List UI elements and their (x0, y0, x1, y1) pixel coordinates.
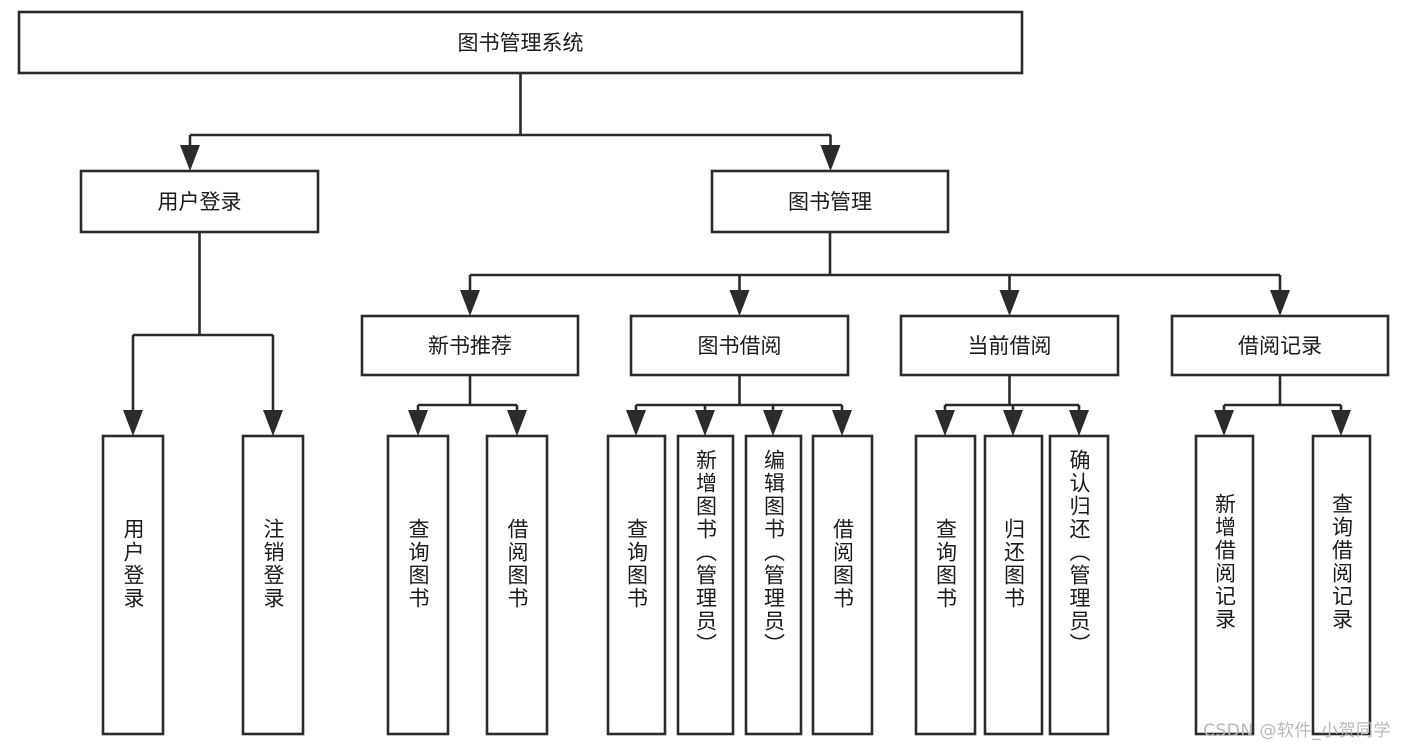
node-book-manage[interactable]: 图书管理 (710, 169, 950, 234)
connector-root-trunk (188, 73, 832, 148)
node-leaf-edit-book-admin-label: 编辑图书（管理员） (762, 449, 786, 656)
node-book-borrow-box[interactable] (629, 314, 850, 377)
node-leaf-logout[interactable]: 注销登录 (241, 434, 305, 736)
arrow-to-leaf-user-login (123, 410, 143, 436)
arrow-to-book-borrow (729, 290, 750, 316)
node-leaf-confirm-return-admin-box[interactable] (1048, 434, 1110, 736)
node-leaf-add-borrow-record[interactable]: 新增借阅记录 (1194, 434, 1255, 736)
node-user-login[interactable]: 用户登录 (79, 169, 320, 234)
node-borrow-record-label: 借阅记录 (1238, 334, 1322, 358)
node-leaf-add-borrow-record-box[interactable] (1194, 434, 1255, 736)
node-leaf-borrow-book-rec[interactable]: 借阅图书 (485, 434, 549, 736)
connector-book-manage-trunk (468, 232, 1282, 292)
node-leaf-add-book-admin-label: 新增图书（管理员） (694, 449, 718, 656)
arrow-to-leaf-query-book-rec (408, 410, 428, 436)
arrow-to-leaf-logout (263, 410, 283, 436)
connector-new-book-rec-trunk (416, 375, 519, 412)
node-leaf-borrow-book-box[interactable] (811, 434, 874, 736)
node-book-manage-box[interactable] (710, 169, 950, 234)
node-leaf-query-book-borrow-box[interactable] (606, 434, 667, 736)
node-leaf-query-book-rec-box[interactable] (386, 434, 450, 736)
node-leaf-edit-book-admin[interactable]: 编辑图书（管理员） (744, 434, 803, 736)
node-leaf-return-book[interactable]: 归还图书 (983, 434, 1044, 736)
arrow-to-user-login (180, 145, 200, 171)
node-leaf-query-borrow-record-label: 查询借阅记录 (1330, 493, 1354, 631)
node-leaf-logout-box[interactable] (241, 434, 305, 736)
node-leaf-borrow-book-label: 借阅图书 (831, 518, 855, 610)
arrow-to-leaf-add-borrow-record (1214, 410, 1234, 436)
node-new-book-rec-label: 新书推荐 (428, 334, 512, 358)
node-leaf-query-book-current-label: 查询图书 (934, 518, 958, 610)
node-leaf-query-book-borrow[interactable]: 查询图书 (606, 434, 667, 736)
node-leaf-borrow-book-rec-label: 借阅图书 (505, 518, 529, 610)
arrow-to-leaf-borrow-book-rec (507, 410, 527, 436)
arrow-to-current-borrow (999, 290, 1020, 316)
connector-user-login-trunk (131, 232, 275, 412)
node-user-login-box[interactable] (79, 169, 320, 234)
arrow-to-leaf-borrow-book (832, 410, 852, 436)
arrow-to-leaf-edit-book-admin (763, 410, 783, 436)
node-leaf-user-login-label: 用户登录 (121, 518, 145, 610)
arrow-to-borrow-record (1270, 290, 1290, 316)
node-leaf-edit-book-admin-box[interactable] (744, 434, 803, 736)
node-leaf-user-login[interactable]: 用户登录 (101, 434, 165, 736)
node-leaf-return-book-box[interactable] (983, 434, 1044, 736)
csdn-watermark: CSDN @软件_小贺同学 (1203, 721, 1391, 741)
node-leaf-add-book-admin[interactable]: 新增图书（管理员） (676, 434, 735, 736)
node-leaf-query-borrow-record[interactable]: 查询借阅记录 (1311, 434, 1372, 736)
node-root-box[interactable] (17, 10, 1024, 75)
node-book-manage-label: 图书管理 (788, 190, 872, 214)
node-current-borrow[interactable]: 当前借阅 (899, 314, 1120, 377)
arrow-to-leaf-query-book-borrow (626, 410, 646, 436)
node-leaf-query-book-current[interactable]: 查询图书 (914, 434, 977, 736)
node-new-book-rec-box[interactable] (360, 314, 580, 377)
node-borrow-record-box[interactable] (1170, 314, 1390, 377)
node-leaf-query-book-borrow-label: 查询图书 (625, 518, 649, 610)
node-new-book-rec[interactable]: 新书推荐 (360, 314, 580, 377)
node-borrow-record[interactable]: 借阅记录 (1170, 314, 1390, 377)
node-leaf-logout-label: 注销登录 (261, 518, 285, 610)
node-current-borrow-label: 当前借阅 (968, 334, 1052, 358)
arrow-to-new-book-rec (460, 290, 480, 316)
arrow-to-book-manage (820, 145, 841, 171)
node-leaf-confirm-return-admin-label: 确认归还（管理员） (1067, 449, 1091, 656)
node-book-borrow-label: 图书借阅 (698, 334, 782, 358)
node-leaf-return-book-label: 归还图书 (1002, 518, 1026, 610)
node-leaf-borrow-book-rec-box[interactable] (485, 434, 549, 736)
node-leaf-query-book-rec[interactable]: 查询图书 (386, 434, 450, 736)
node-book-borrow[interactable]: 图书借阅 (629, 314, 850, 377)
connector-borrow-record-trunk (1222, 375, 1343, 412)
node-leaf-user-login-box[interactable] (101, 434, 165, 736)
arrow-to-leaf-return-book (1003, 410, 1023, 436)
node-leaf-query-book-rec-label: 查询图书 (406, 518, 430, 610)
node-leaf-borrow-book[interactable]: 借阅图书 (811, 434, 874, 736)
node-leaf-query-book-current-box[interactable] (914, 434, 977, 736)
connector-layer (123, 73, 1351, 436)
node-current-borrow-box[interactable] (899, 314, 1120, 377)
connector-book-borrow-trunk (634, 375, 844, 412)
arrow-to-leaf-add-book-admin (695, 410, 715, 436)
node-leaf-query-borrow-record-box[interactable] (1311, 434, 1372, 736)
node-root-label: 图书管理系统 (458, 31, 584, 55)
arrow-to-leaf-query-book-current (935, 410, 955, 436)
connector-current-borrow-trunk (943, 375, 1081, 412)
node-leaf-add-book-admin-box[interactable] (676, 434, 735, 736)
node-user-login-label: 用户登录 (158, 190, 242, 214)
arrow-to-leaf-query-borrow-record (1331, 410, 1351, 436)
node-leaf-add-borrow-record-label: 新增借阅记录 (1213, 493, 1237, 631)
node-leaf-confirm-return-admin[interactable]: 确认归还（管理员） (1048, 434, 1110, 736)
node-root[interactable]: 图书管理系统 (17, 10, 1024, 75)
arrow-to-leaf-confirm-return-admin (1069, 410, 1089, 436)
